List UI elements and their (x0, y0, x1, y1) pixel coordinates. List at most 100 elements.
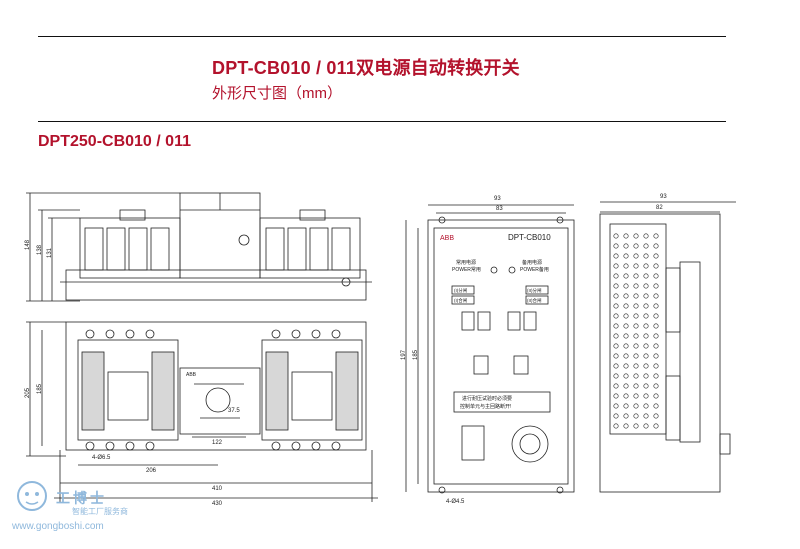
vent-hole (613, 363, 619, 369)
vent-hole (623, 383, 629, 389)
vent-hole (633, 423, 639, 429)
watermark-brand: 工博士 (56, 491, 107, 507)
vent-hole (623, 363, 629, 369)
dim-hole: 4-Ø6.5 (92, 455, 111, 461)
watermark-tagline: 智能工厂服务商 (72, 507, 128, 516)
vent-hole (633, 313, 639, 319)
vent-hole (653, 403, 659, 409)
vent-hole (653, 413, 659, 419)
vent-hole (643, 233, 649, 239)
vent-hole (653, 263, 659, 269)
vent-hole (613, 343, 619, 349)
vent-hole (633, 373, 639, 379)
vent-hole (633, 243, 639, 249)
dim-430: 430 (212, 501, 223, 507)
vent-hole (613, 313, 619, 319)
vent-hole (653, 393, 659, 399)
dim-410: 410 (212, 486, 223, 492)
vent-hole (613, 283, 619, 289)
vent-hole (643, 423, 649, 429)
vent-hole (623, 403, 629, 409)
vent-hole (643, 313, 649, 319)
vent-hole (643, 273, 649, 279)
vent-hole (643, 293, 649, 299)
vent-hole (653, 273, 659, 279)
dim-82-side: 82 (656, 205, 663, 211)
vent-hole (633, 393, 639, 399)
vent-hole (653, 293, 659, 299)
dim-131: 131 (47, 247, 53, 258)
vent-hole (633, 333, 639, 339)
vent-hole (613, 263, 619, 269)
vent-hole (643, 353, 649, 359)
dim-138: 138 (37, 244, 43, 255)
vent-hole (623, 263, 629, 269)
vent-hole (623, 353, 629, 359)
vent-hole (643, 403, 649, 409)
top-rule (38, 36, 726, 37)
vent-hole (653, 373, 659, 379)
vent-hole (633, 323, 639, 329)
vent-hole (633, 353, 639, 359)
backup-power-label: 备用电源 (522, 259, 542, 266)
vent-hole (643, 283, 649, 289)
section-rule (38, 121, 726, 122)
vent-hole (643, 253, 649, 259)
vent-hole (613, 373, 619, 379)
vent-hole (643, 363, 649, 369)
vent-hole (653, 383, 659, 389)
vent-hole (613, 233, 619, 239)
watermark-url: www.gongboshi.com (12, 521, 104, 532)
vent-hole (613, 383, 619, 389)
vent-hole (653, 303, 659, 309)
vent-hole (613, 423, 619, 429)
normal-power-label: 常用电源 (456, 259, 476, 266)
page-title: DPT-CB010 / 011双电源自动转换开关 (212, 58, 520, 78)
vent-hole (653, 333, 659, 339)
dim-205: 205 (25, 387, 31, 398)
top-view-brand: ABB (186, 372, 197, 378)
vent-hole (613, 333, 619, 339)
vent-hole (613, 303, 619, 309)
vent-hole (613, 393, 619, 399)
vent-hole (643, 323, 649, 329)
vent-hole (623, 233, 629, 239)
vent-hole (653, 363, 659, 369)
vent-hole (633, 253, 639, 259)
vent-hole (653, 233, 659, 239)
vent-hole (633, 403, 639, 409)
dim-185-front: 185 (413, 349, 419, 360)
vent-hole (613, 243, 619, 249)
vent-hole (653, 423, 659, 429)
vent-hole (623, 273, 629, 279)
vent-hole (633, 343, 639, 349)
dim-206: 206 (146, 468, 157, 474)
vent-hole (643, 243, 649, 249)
vent-hole (623, 323, 629, 329)
vent-hole (643, 303, 649, 309)
vent-hole (653, 323, 659, 329)
dim-93-front: 93 (494, 196, 501, 202)
vent-hole (653, 353, 659, 359)
vent-hole (613, 273, 619, 279)
dim-185: 185 (37, 383, 43, 394)
vent-hole (633, 303, 639, 309)
vent-holes (613, 233, 659, 429)
btn-a1-label: (I)分闸 (454, 287, 468, 294)
controller-model: DPT-CB010 (508, 233, 551, 242)
vent-hole (633, 283, 639, 289)
vent-hole (643, 413, 649, 419)
warning-text-2: 控制单元与主回路断开! (460, 403, 511, 410)
vent-hole (623, 303, 629, 309)
page-subtitle: 外形尺寸图（mm） (212, 85, 342, 102)
vent-hole (643, 333, 649, 339)
vent-hole (613, 403, 619, 409)
vent-hole (653, 313, 659, 319)
vent-hole (653, 343, 659, 349)
vent-hole (623, 413, 629, 419)
dim-148: 148 (25, 239, 31, 250)
